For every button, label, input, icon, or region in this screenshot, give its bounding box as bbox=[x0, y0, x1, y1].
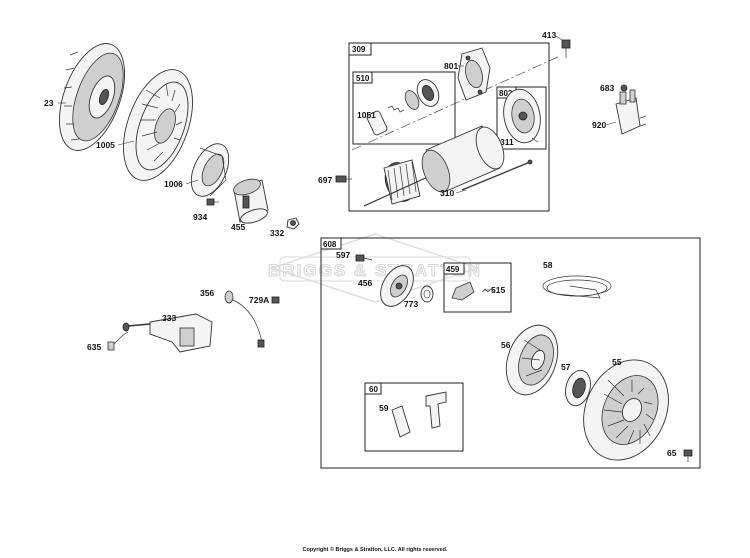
cup-455-part[interactable] bbox=[232, 176, 270, 226]
label-515: 515 bbox=[491, 285, 505, 295]
nut-332-part[interactable] bbox=[286, 217, 300, 230]
dog-515-part[interactable] bbox=[451, 281, 495, 301]
screw-697-part[interactable] bbox=[335, 175, 352, 183]
screw-934-part[interactable] bbox=[206, 198, 219, 206]
label-413: 413 bbox=[542, 30, 556, 40]
label-683: 683 bbox=[600, 83, 614, 93]
pinion-1051-part[interactable] bbox=[366, 76, 443, 136]
drive-flange-801-part[interactable] bbox=[457, 47, 491, 101]
label-635: 635 bbox=[87, 342, 101, 352]
nut-683-part[interactable] bbox=[620, 84, 628, 92]
spring-57-part[interactable] bbox=[562, 368, 594, 409]
pulley-cup-456-part[interactable] bbox=[374, 260, 420, 312]
armature-part[interactable] bbox=[363, 158, 431, 207]
box-label-802: 802 bbox=[499, 89, 513, 98]
spark-plug-lead-356-part[interactable] bbox=[224, 290, 265, 348]
box-label-510: 510 bbox=[356, 74, 370, 83]
rope-58-part[interactable] bbox=[542, 275, 612, 299]
end-cap-311-part[interactable] bbox=[500, 86, 545, 145]
recoil-assembly-box bbox=[320, 237, 701, 469]
screw-413-part[interactable] bbox=[561, 39, 571, 58]
label-310: 310 bbox=[440, 188, 454, 198]
end-cap-box bbox=[496, 86, 547, 150]
label-356: 356 bbox=[200, 288, 214, 298]
starter-housing-part[interactable] bbox=[417, 123, 510, 196]
flywheel-part[interactable] bbox=[47, 35, 138, 159]
handle-kit-box bbox=[364, 382, 464, 452]
label-1005: 1005 bbox=[96, 140, 115, 150]
label-456: 456 bbox=[358, 278, 372, 288]
ignition-wire-635-part[interactable] bbox=[107, 331, 129, 351]
handle-59-part[interactable] bbox=[391, 391, 447, 438]
label-59: 59 bbox=[379, 403, 389, 413]
screw-729A-part[interactable] bbox=[271, 296, 280, 304]
label-729A: 729A bbox=[249, 295, 269, 305]
label-333: 333 bbox=[162, 313, 176, 323]
starter-assembly-box bbox=[348, 42, 550, 212]
fan-part[interactable] bbox=[110, 60, 206, 190]
drive-kit-box bbox=[352, 71, 456, 145]
label-57: 57 bbox=[561, 362, 571, 372]
label-58: 58 bbox=[543, 260, 553, 270]
screen-part[interactable] bbox=[184, 138, 237, 202]
label-1006: 1006 bbox=[164, 179, 183, 189]
dog-kit-box bbox=[443, 262, 512, 313]
label-55: 55 bbox=[612, 357, 622, 367]
box-label-608: 608 bbox=[323, 240, 337, 249]
label-65: 65 bbox=[667, 448, 677, 458]
label-697: 697 bbox=[318, 175, 332, 185]
copyright-notice: Copyright © Briggs & Stratton, LLC. All … bbox=[302, 547, 448, 553]
label-773: 773 bbox=[404, 299, 418, 309]
label-311: 311 bbox=[500, 137, 514, 147]
label-801: 801 bbox=[444, 61, 458, 71]
screw-65-part[interactable] bbox=[683, 449, 693, 462]
label-455: 455 bbox=[231, 222, 245, 232]
pulley-56-part[interactable] bbox=[497, 318, 567, 402]
recoil-housing-55-part[interactable] bbox=[568, 346, 684, 474]
label-597: 597 bbox=[336, 250, 350, 260]
solenoid-920-part[interactable] bbox=[615, 89, 647, 135]
box-label-459: 459 bbox=[446, 265, 460, 274]
label-56: 56 bbox=[501, 340, 511, 350]
through-bolt-part[interactable] bbox=[461, 159, 533, 191]
label-920: 920 bbox=[592, 120, 606, 130]
label-1051: 1051 bbox=[357, 110, 376, 120]
box-label-309: 309 bbox=[352, 45, 366, 54]
screw-597-part[interactable] bbox=[355, 254, 373, 262]
box-label-60: 60 bbox=[369, 385, 378, 394]
washer-773-part[interactable] bbox=[420, 285, 434, 303]
label-23: 23 bbox=[44, 98, 54, 108]
label-332: 332 bbox=[270, 228, 284, 238]
label-934: 934 bbox=[193, 212, 207, 222]
armature-coil-333-part[interactable] bbox=[122, 313, 213, 353]
